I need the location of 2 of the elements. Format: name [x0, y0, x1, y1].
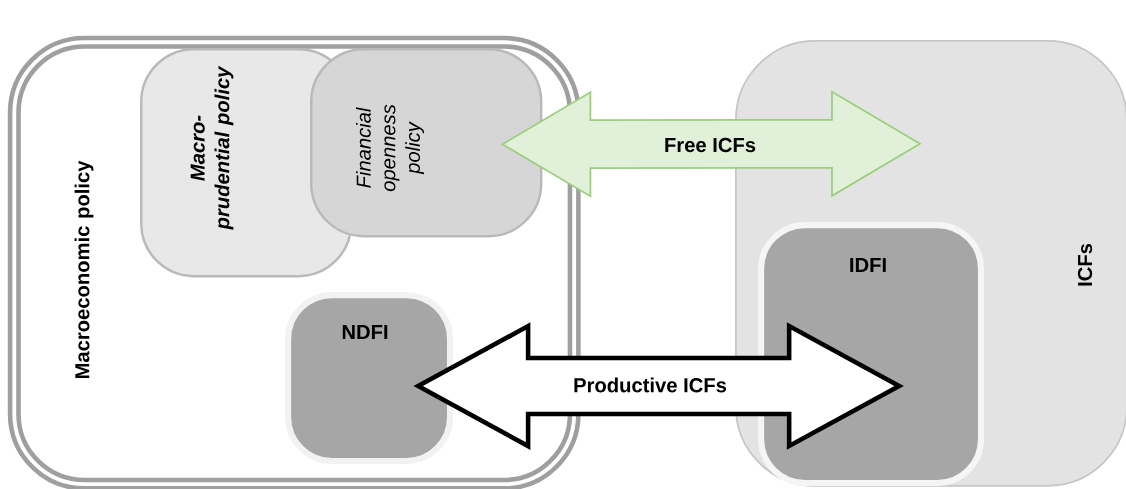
policy-box: Financial openness policy	[310, 48, 543, 238]
institution-box: NDFI	[285, 292, 454, 465]
